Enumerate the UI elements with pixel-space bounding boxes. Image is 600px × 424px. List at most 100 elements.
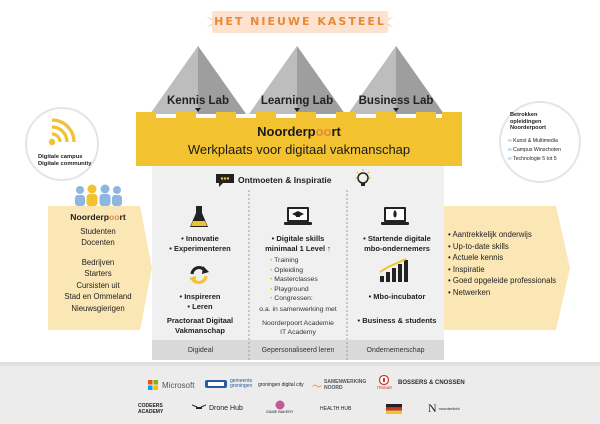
logo-game-bakery: GAME BAKERY (266, 400, 294, 414)
right-circle-heading: Betrokken opleidingen Noorderpoort (510, 112, 546, 132)
right-panel-item: • Netwerken (448, 287, 491, 297)
logo-label: gemeente groningen (230, 377, 253, 389)
yellow-band (136, 112, 462, 166)
right-heading-line3: Noorderpoort (510, 125, 547, 132)
learning-title: • Digitale skills minimaal 1 Level ↑ (254, 234, 342, 254)
mountain-learning (249, 46, 345, 114)
itsmart-icon (379, 375, 390, 385)
ribbon-title: HET NIEUWE KASTEEL (214, 15, 386, 28)
lab-label-learning: Learning Lab (260, 95, 334, 107)
business-top: • Startende digitale mbo-ondernemers (352, 234, 442, 254)
learning-sub-items: • Training • Opleiding • Masterclasses •… (270, 256, 318, 304)
logo-samenwerking: 〜 SAMENWERKING NOORD (312, 378, 367, 393)
logo-itsmart: ITsmart (377, 375, 392, 390)
learning-sub-item: • Masterclasses (270, 276, 318, 283)
left-panel-item: Starters (84, 269, 112, 278)
logo-gemeente: gemeente groningen (205, 378, 256, 390)
left-brand-part3: rt (119, 212, 126, 222)
brand-part3: rt (331, 124, 341, 139)
brand-part2: oo (315, 124, 332, 139)
microsoft-icon (148, 380, 158, 390)
right-circle (499, 101, 581, 183)
learning-note-line: o.a. in samenwerking met (259, 306, 337, 313)
right-panel-item: • Goed opgeleide professionals (448, 276, 557, 285)
learning-sub-item: • Training (270, 257, 299, 264)
right-panel-item: • Actuele kennis (448, 253, 504, 262)
brand-part1: Noorderp (257, 124, 316, 139)
logo-noorderlicht: N noorderlicht (428, 401, 460, 416)
left-panel-brand: Noorderpoort (48, 212, 148, 224)
crest-icon (205, 380, 227, 388)
right-panel-item: • Up-to-date skills (448, 241, 509, 251)
left-panel-item: Stad en Ommeland (64, 292, 132, 301)
right-heading-line2: opleidingen (510, 118, 542, 125)
logo-label: Microsoft (162, 380, 195, 390)
left-panel-item: Studenten (80, 226, 116, 236)
right-circle-item: ∞ Campus Winschoten (508, 146, 561, 155)
learning-sub-label: Training (274, 257, 299, 264)
right-circle-item: ∞ Kunst & Multimedia (508, 137, 561, 146)
logo-label: ITsmart (377, 385, 392, 390)
right-panel-item: • Aantrekkelijk onderwijs (448, 230, 532, 239)
learning-note: o.a. in samenwerking met Noorderpoort Ac… (250, 305, 346, 338)
band-tagline: Werkplaats voor digitaal vakmanschap (187, 142, 411, 157)
link-icon: ∞ (508, 156, 512, 162)
laptop-graduation-icon (284, 207, 312, 225)
center-heading: Ontmoeten & Inspiratie (238, 175, 332, 185)
lab-label-kennis: Kennis Lab (167, 95, 229, 107)
right-panel-item-label: Up-to-date skills (452, 241, 509, 251)
kennis-bullet: • Leren (187, 302, 213, 311)
arrow-business (393, 108, 399, 112)
logo-drone-hub: Drone Hub (192, 404, 243, 412)
drone-icon (192, 404, 206, 409)
business-bullet: mbo-ondernemers (364, 244, 430, 253)
logo-label: noorderlicht (438, 406, 460, 411)
learning-sub-label: Congressen: (274, 295, 313, 302)
link-icon: ∞ (508, 147, 512, 153)
right-panel-item-label: Aantrekkelijk onderwijs (452, 230, 532, 239)
logo-label: Drone Hub (209, 404, 243, 412)
left-brand-part1: Noorderp (70, 212, 109, 222)
right-panel-item: • Inspiratie (448, 264, 485, 274)
footer-ondernemerschap: Ondernemerschap (366, 347, 425, 354)
learning-title-line: minimaal 1 Level ↑ (265, 244, 331, 253)
left-panel-item: Docenten (81, 238, 115, 247)
mountain-business (348, 46, 444, 114)
band-brand: Noorderpoort (144, 124, 454, 139)
right-panel-list: • Aantrekkelijk onderwijs • Up-to-date s… (448, 229, 556, 298)
cycle-arrows-icon (189, 266, 209, 284)
learning-note-line: IT Academy (280, 329, 316, 336)
right-panel-item-label: Goed opgeleide professionals (452, 276, 557, 285)
business-bottom: • Business & students (357, 316, 437, 325)
footer-digideal: Digideal (187, 347, 214, 354)
left-circle-text: Digitale campus Digitale community (38, 154, 91, 168)
logo-bossers: BOSSERS & CNOSSEN (398, 380, 465, 386)
logo-digital-city: groningen digital city (258, 382, 304, 388)
people-icon (75, 184, 122, 206)
laptop-rocket-icon (381, 207, 409, 225)
right-heading-line1: Betrokken (510, 112, 538, 118)
left-circle-line2: Digitale community (38, 161, 92, 167)
logo-microsoft: Microsoft (148, 380, 194, 390)
floor (0, 362, 600, 424)
learning-sub-label: Masterclasses (274, 276, 318, 283)
lab-label-business: Business Lab (358, 95, 434, 107)
learning-sub-item: • Congressen: (270, 295, 313, 302)
kennis-top-bullets: • Innovatie • Experimenteren (160, 234, 240, 254)
logo-label: SAMENWERKING NOORD (324, 379, 367, 391)
flag-icon (386, 404, 402, 414)
learning-sub-label: Opleiding (274, 266, 303, 274)
learning-title-line: • Digitale skills (271, 234, 325, 243)
learning-note-line: Noorderpoort Academie (262, 319, 334, 327)
right-circle-item: ∞ Technologie 5 tot 5 (508, 155, 561, 164)
learning-sub-label: Playground (274, 285, 309, 293)
left-panel-item: Nieuwsgierigen (71, 303, 125, 313)
logo-health-hub: HEALTH HUB (320, 406, 352, 412)
left-circle (25, 107, 99, 181)
learning-sub-item: • Opleiding (270, 266, 303, 274)
right-circle-item-label: Technologie 5 tot 5 (513, 156, 557, 162)
kennis-bullet: • Inspireren (179, 292, 221, 301)
swoosh-icon: 〜 (312, 382, 322, 393)
arrow-learning (294, 108, 300, 112)
left-brand-part2: oo (108, 212, 120, 222)
